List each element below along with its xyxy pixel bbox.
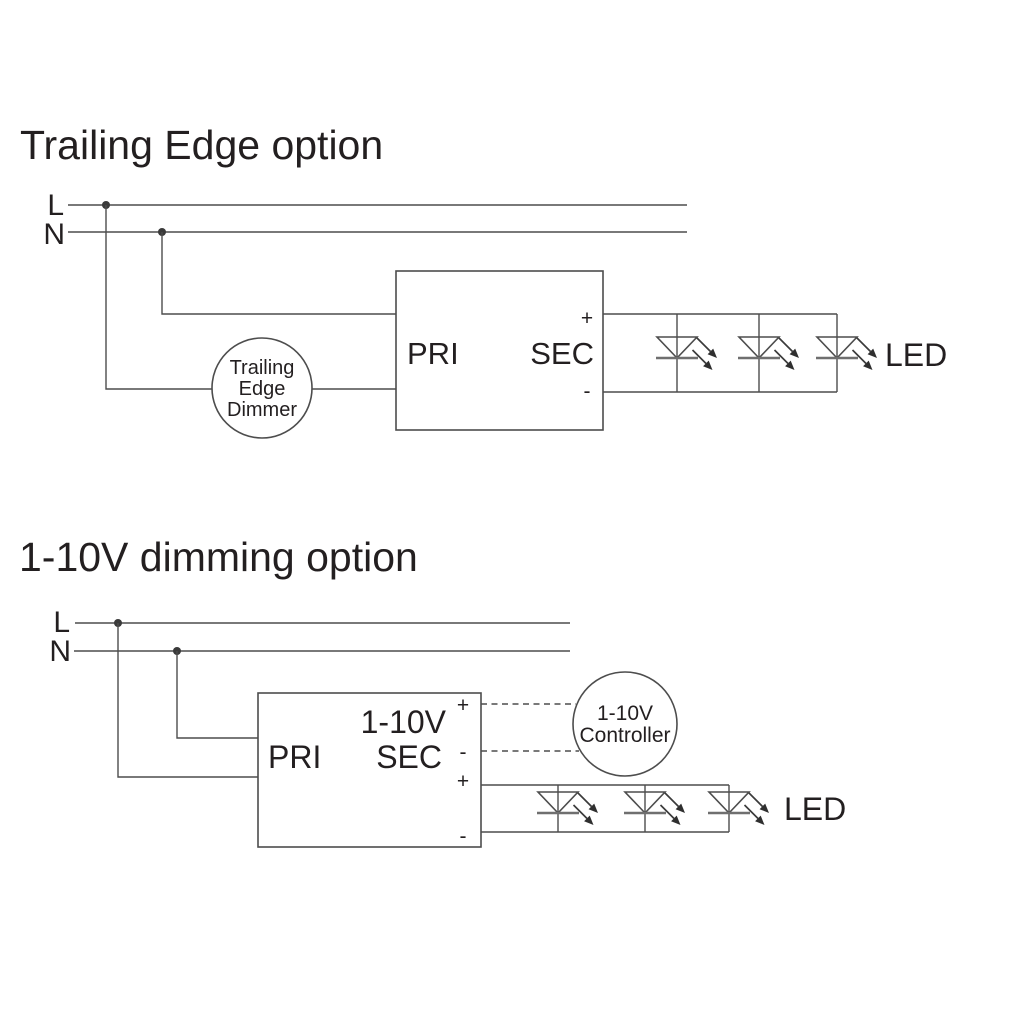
d2-output-plus-label: +	[457, 770, 469, 793]
d2-output-minus-label: -	[460, 825, 467, 848]
d1-dimmer-label-line1: Trailing	[230, 357, 295, 379]
d2-dim-minus-label: -	[460, 741, 467, 764]
led-icon	[706, 790, 771, 827]
d2-driver-box	[257, 692, 482, 848]
d1-dimmer-label-line3: Dimmer	[227, 399, 297, 421]
d2-live-to-driver-wire	[117, 623, 258, 778]
d2-pri-label: PRI	[268, 739, 321, 775]
d2-neutral-label: N	[49, 635, 71, 668]
d1-sec-label: SEC	[530, 336, 594, 371]
d1-driver-box	[395, 270, 604, 431]
d1-pri-label: PRI	[407, 336, 459, 371]
d2-live-label: L	[53, 606, 70, 639]
diagram1-title: Trailing Edge option	[20, 122, 383, 168]
led-icon	[622, 790, 687, 827]
led-icon	[535, 790, 600, 827]
d1-neutral-label: N	[43, 218, 65, 251]
d1-led-network	[603, 313, 879, 393]
d1-neutral-to-driver-wire	[161, 232, 396, 315]
d2-dim-bus-label: 1-10V	[361, 704, 447, 740]
d1-dimmer-label-line2: Edge	[239, 378, 286, 400]
d1-live-to-dimmer-wire	[105, 205, 212, 390]
led-icon	[814, 335, 879, 372]
led-icon	[654, 335, 719, 372]
d1-led-label: LED	[885, 337, 947, 373]
trailing-edge-diagram: Trailing Edge option L N Trailing Edge D…	[20, 122, 947, 439]
d2-led-label: LED	[784, 791, 846, 827]
d2-neutral-to-driver-wire	[176, 651, 258, 739]
d2-controller-label-line2: Controller	[579, 724, 670, 747]
d2-controller-label-line1: 1-10V	[597, 702, 653, 725]
d2-led-network	[481, 784, 771, 833]
diagram2-title: 1-10V dimming option	[19, 534, 418, 580]
led-icon	[736, 335, 801, 372]
d1-output-minus-label: -	[584, 380, 591, 403]
one-to-ten-volt-diagram: 1-10V dimming option L N PRI SEC 1-10V +…	[19, 534, 846, 848]
d1-dimmer-circle	[211, 337, 313, 439]
d1-output-plus-label: +	[581, 307, 593, 330]
d2-sec-label: SEC	[376, 739, 442, 775]
d1-live-label: L	[47, 189, 64, 222]
d2-dim-plus-label: +	[457, 694, 469, 717]
d2-controller-circle	[572, 671, 678, 777]
